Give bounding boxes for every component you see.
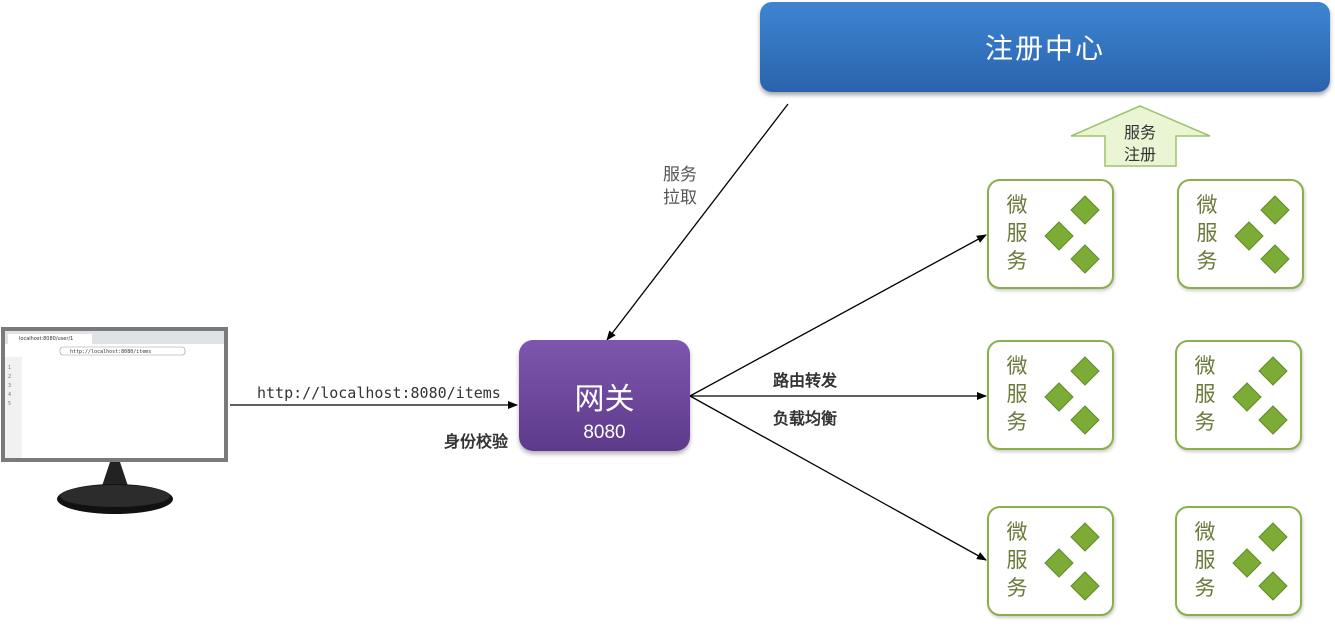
diamond-icon [1070,571,1100,601]
balance-label: 负载均衡 [773,409,838,428]
diamond-icon [1232,356,1288,435]
gateway-to-service-bottom-arrow [689,395,987,561]
diamond-icon [1258,356,1288,386]
route-label: 路由转发 [773,371,838,390]
diamond-icon [1070,405,1100,435]
diamond-icon [1070,244,1100,274]
gateway-port: 8080 [583,422,626,443]
diamond-icon [1044,221,1074,251]
diamond-icon [1258,571,1288,601]
registry-center: 注册中心 [760,2,1330,92]
diamond-icon [1258,522,1288,552]
gateway-node: 网关 8080 [519,340,690,451]
diamond-icon [1070,195,1100,225]
client-monitor: localhost:8080/user/1 http://localhost:8… [0,326,230,525]
gateway-name: 网关 [574,382,635,417]
microservice-card: 微服务 [987,506,1114,616]
diamond-icon [1232,382,1262,412]
diamond-icon [1070,522,1100,552]
service-registration-arrow [1070,105,1211,167]
microservice-card: 微服务 [1175,506,1302,616]
diamond-icon [1044,382,1074,412]
diamond-icon [1070,356,1100,386]
request-url: http://localhost:8080/items [257,384,501,402]
diamond-icon [1232,522,1288,601]
diamond-icon [1234,221,1264,251]
microservice-card: 微服务 [1175,340,1302,450]
diamond-icon [1232,548,1262,578]
microservice-card: 微服务 [987,179,1114,289]
browser-address-bar[interactable]: http://localhost:8080/items [70,349,152,355]
diamond-icon [1258,405,1288,435]
registration-label: 服务 注册 [1123,123,1156,164]
diamond-icon [1260,195,1290,225]
gateway-to-service-top-arrow [689,234,987,397]
diamond-icon [1260,244,1290,274]
registry-label: 注册中心 [984,32,1105,65]
diamond-icon [1044,195,1100,274]
microservice-card: 微服务 [1177,179,1304,289]
diamond-icon [1234,195,1290,274]
diamond-icon [1044,522,1100,601]
monitor-icon [1,327,228,514]
diamond-icon [1044,548,1074,578]
pull-label: 服务 拉取 [663,165,697,208]
browser-tab-title[interactable]: localhost:8080/user/1 [19,336,74,342]
auth-label: 身份校验 [444,432,509,451]
diamond-icon [1044,356,1100,435]
service-pull-arrow [606,103,789,341]
microservice-card: 微服务 [987,340,1114,450]
browser-line-numbers: 1 2 3 4 5 [8,365,12,407]
